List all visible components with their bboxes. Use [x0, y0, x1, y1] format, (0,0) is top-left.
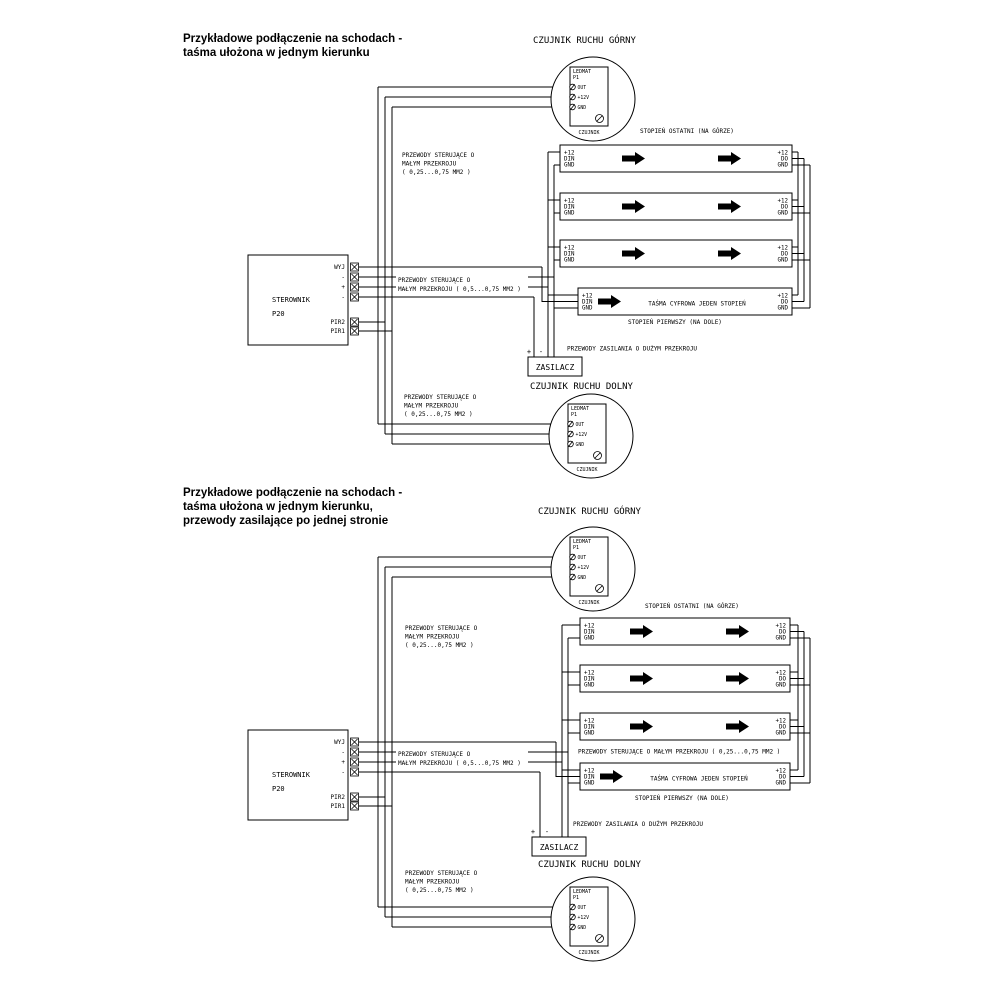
step-first-caption: STOPIEŃ PIERWSZY (NA DOLE) [635, 795, 729, 802]
control-wires-bottom-caption-line2: MAŁYM PRZEKROJU [404, 403, 459, 410]
step-last-caption: STOPIEŃ OSTATNI (NA GÓRZE) [645, 603, 739, 610]
sensor-top-caption: CZUJNIK RUCHU GÓRNY [533, 34, 637, 46]
diagram-bottom-wires [359, 556, 811, 928]
psu-minus-label: - [539, 348, 543, 356]
led-strip-step-last [560, 145, 792, 172]
control-wires-inline-caption: PRZEWODY STERUJĄCE O MAŁYM PRZEKROJU ( 0… [578, 749, 780, 756]
control-wires-caption-line2: MAŁYM PRZEKROJU [405, 634, 460, 641]
strip-name-label: TAŚMA CYFROWA JEDEN STOPIEŃ [650, 776, 748, 783]
control-wires-bottom-caption-line3: ( 0,25...0,75 MM2 ) [404, 411, 473, 418]
step-last-caption: STOPIEŃ OSTATNI (NA GÓRZE) [640, 128, 734, 135]
control-wires-bottom-caption-line1: PRZEWODY STERUJĄCE O [404, 394, 477, 401]
power-wires-caption: PRZEWODY ZASILANIA O DUŻYM PRZEKROJU [567, 346, 697, 353]
control-wires-bottom-caption-line2: MAŁYM PRZEKROJU [405, 879, 460, 886]
control-wires-caption-line1: PRZEWODY STERUJĄCE O [405, 625, 478, 632]
motion-sensor-top [550, 56, 636, 142]
strip-in-12v-label: +12 [582, 294, 592, 300]
power-wires-caption: PRZEWODY ZASILANIA O DUŻYM PRZEKROJU [573, 821, 703, 828]
step-first-caption: STOPIEŃ PIERWSZY (NA DOLE) [628, 319, 722, 326]
sensor-bottom-caption: CZUJNIK RUCHU DOLNY [538, 860, 642, 870]
control-wires-mid-caption-line1: PRZEWODY STERUJĄCE O [398, 277, 471, 284]
diagram1-title-line1: Przykładowe podłączenie na schodach - [183, 33, 402, 45]
psu-plus-label: + [531, 828, 535, 836]
strip-in-gnd-label: GND [582, 306, 593, 312]
motion-sensor-bottom [548, 393, 634, 479]
label-mask [396, 275, 528, 294]
led-strip-step-3 [580, 665, 790, 692]
controller-p20 [247, 254, 359, 346]
control-wires-mid-caption-line2: MAŁYM PRZEKROJU ( 0,5...0,75 MM2 ) [398, 286, 521, 293]
led-strip-step-first: +12 DIN GND TAŚMA CYFROWA JEDEN STOPIEŃ … [577, 287, 793, 316]
strip-out-gnd-label: GND [776, 781, 787, 787]
strip-out-gnd-label: GND [778, 306, 789, 312]
psu-plus-label: + [527, 348, 531, 356]
control-wires-caption-line2: MAŁYM PRZEKROJU [402, 161, 457, 168]
label-mask [396, 749, 528, 768]
strip-in-din-label: DIN [582, 300, 593, 306]
strip-in-gnd-label: GND [584, 781, 595, 787]
sensor-top-caption: CZUJNIK RUCHU GÓRNY [538, 505, 642, 517]
power-supply-box [531, 836, 587, 857]
motion-sensor-bottom [550, 876, 636, 962]
strip-name-label: TAŚMA CYFROWA JEDEN STOPIEŃ [648, 301, 746, 308]
control-wires-mid-caption-line2: MAŁYM PRZEKROJU ( 0,5...0,75 MM2 ) [398, 760, 521, 767]
power-supply-label: ZASILACZ [540, 843, 579, 852]
power-supply-label: ZASILACZ [536, 363, 575, 372]
led-strip-step-last [580, 618, 790, 645]
control-wires-caption-line3: ( 0,25...0,75 MM2 ) [405, 642, 474, 649]
control-wires-caption-line3: ( 0,25...0,75 MM2 ) [402, 169, 471, 176]
psu-minus-label: - [545, 828, 549, 836]
strip-out-do-label: DO [779, 775, 786, 781]
diagram2-title-line1: Przykładowe podłączenie na schodach - [183, 487, 402, 499]
led-strip-step-2 [560, 240, 792, 267]
diagram1-title-line2: taśma ułożona w jednym kierunku [183, 47, 370, 59]
power-supply-box [527, 356, 583, 377]
led-strip-step-3 [560, 193, 792, 220]
sensor-bottom-caption: CZUJNIK RUCHU DOLNY [530, 382, 634, 392]
control-wires-caption-line1: PRZEWODY STERUJĄCE O [402, 152, 475, 159]
diagram2-title-line2: taśma ułożona w jednym kierunku, [183, 501, 373, 513]
control-wires-bottom-caption-line1: PRZEWODY STERUJĄCE O [405, 870, 478, 877]
diagram-bottom: +12 DIN GND TAŚMA CYFROWA JEDEN STOPIEŃ … [183, 487, 811, 962]
diagram2-title-line3: przewody zasilające po jednej stronie [183, 515, 388, 527]
strip-outline [579, 762, 791, 791]
control-wires-bottom-caption-line3: ( 0,25...0,75 MM2 ) [405, 887, 474, 894]
controller-p20 [247, 729, 359, 821]
strip-out-12v-label: +12 [776, 769, 786, 775]
control-wires-mid-caption-line1: PRZEWODY STERUJĄCE O [398, 751, 471, 758]
diagram-top: +12 DIN GND TAŚMA CYFROWA JEDEN STOPIEŃ … [183, 33, 811, 479]
strip-out-12v-label: +12 [778, 294, 788, 300]
led-strip-step-first: +12 DIN GND TAŚMA CYFROWA JEDEN STOPIEŃ … [579, 762, 791, 791]
led-strip-step-2 [580, 713, 790, 740]
diagram-top-wires [359, 86, 811, 445]
strip-out-do-label: DO [781, 300, 788, 306]
strip-in-din-label: DIN [584, 775, 595, 781]
motion-sensor-top [550, 526, 636, 612]
strip-in-12v-label: +12 [584, 769, 594, 775]
